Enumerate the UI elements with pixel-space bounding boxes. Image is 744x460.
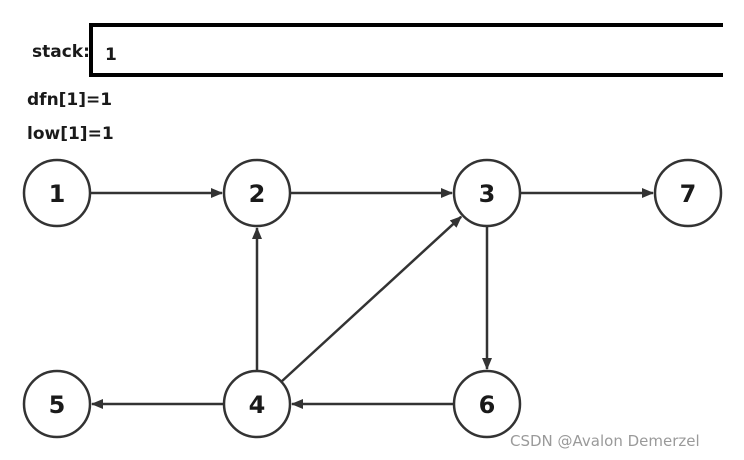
- node-circle: [452, 158, 522, 228]
- node-2: 2: [222, 158, 292, 228]
- node-label: 2: [249, 180, 266, 208]
- node-label: 7: [680, 180, 697, 208]
- node-circle: [653, 158, 723, 228]
- node-6: 6: [452, 369, 522, 439]
- node-circle: [222, 158, 292, 228]
- node-1: 1: [22, 158, 92, 228]
- node-3: 3: [452, 158, 522, 228]
- node-4: 4: [222, 369, 292, 439]
- node-7: 7: [653, 158, 723, 228]
- nodes-layer: 1 2 3 4 5 6 7: [22, 158, 723, 439]
- node-label: 5: [49, 391, 66, 419]
- node-label: 1: [49, 180, 66, 208]
- edge-4-to-3: [281, 215, 463, 382]
- node-circle: [22, 369, 92, 439]
- node-label: 4: [249, 391, 266, 419]
- dfn-value: dfn[1]=1: [27, 90, 113, 110]
- node-label: 6: [479, 391, 496, 419]
- stack-label: stack:: [32, 42, 90, 62]
- edges-layer: [91, 188, 654, 409]
- node-5: 5: [22, 369, 92, 439]
- low-value: low[1]=1: [27, 124, 114, 144]
- stack-box: 1: [89, 23, 723, 77]
- watermark: CSDN @Avalon Demerzel: [510, 432, 700, 450]
- node-circle: [452, 369, 522, 439]
- node-label: 3: [479, 180, 496, 208]
- node-circle: [222, 369, 292, 439]
- node-circle: [22, 158, 92, 228]
- stack-items: 1: [105, 45, 117, 65]
